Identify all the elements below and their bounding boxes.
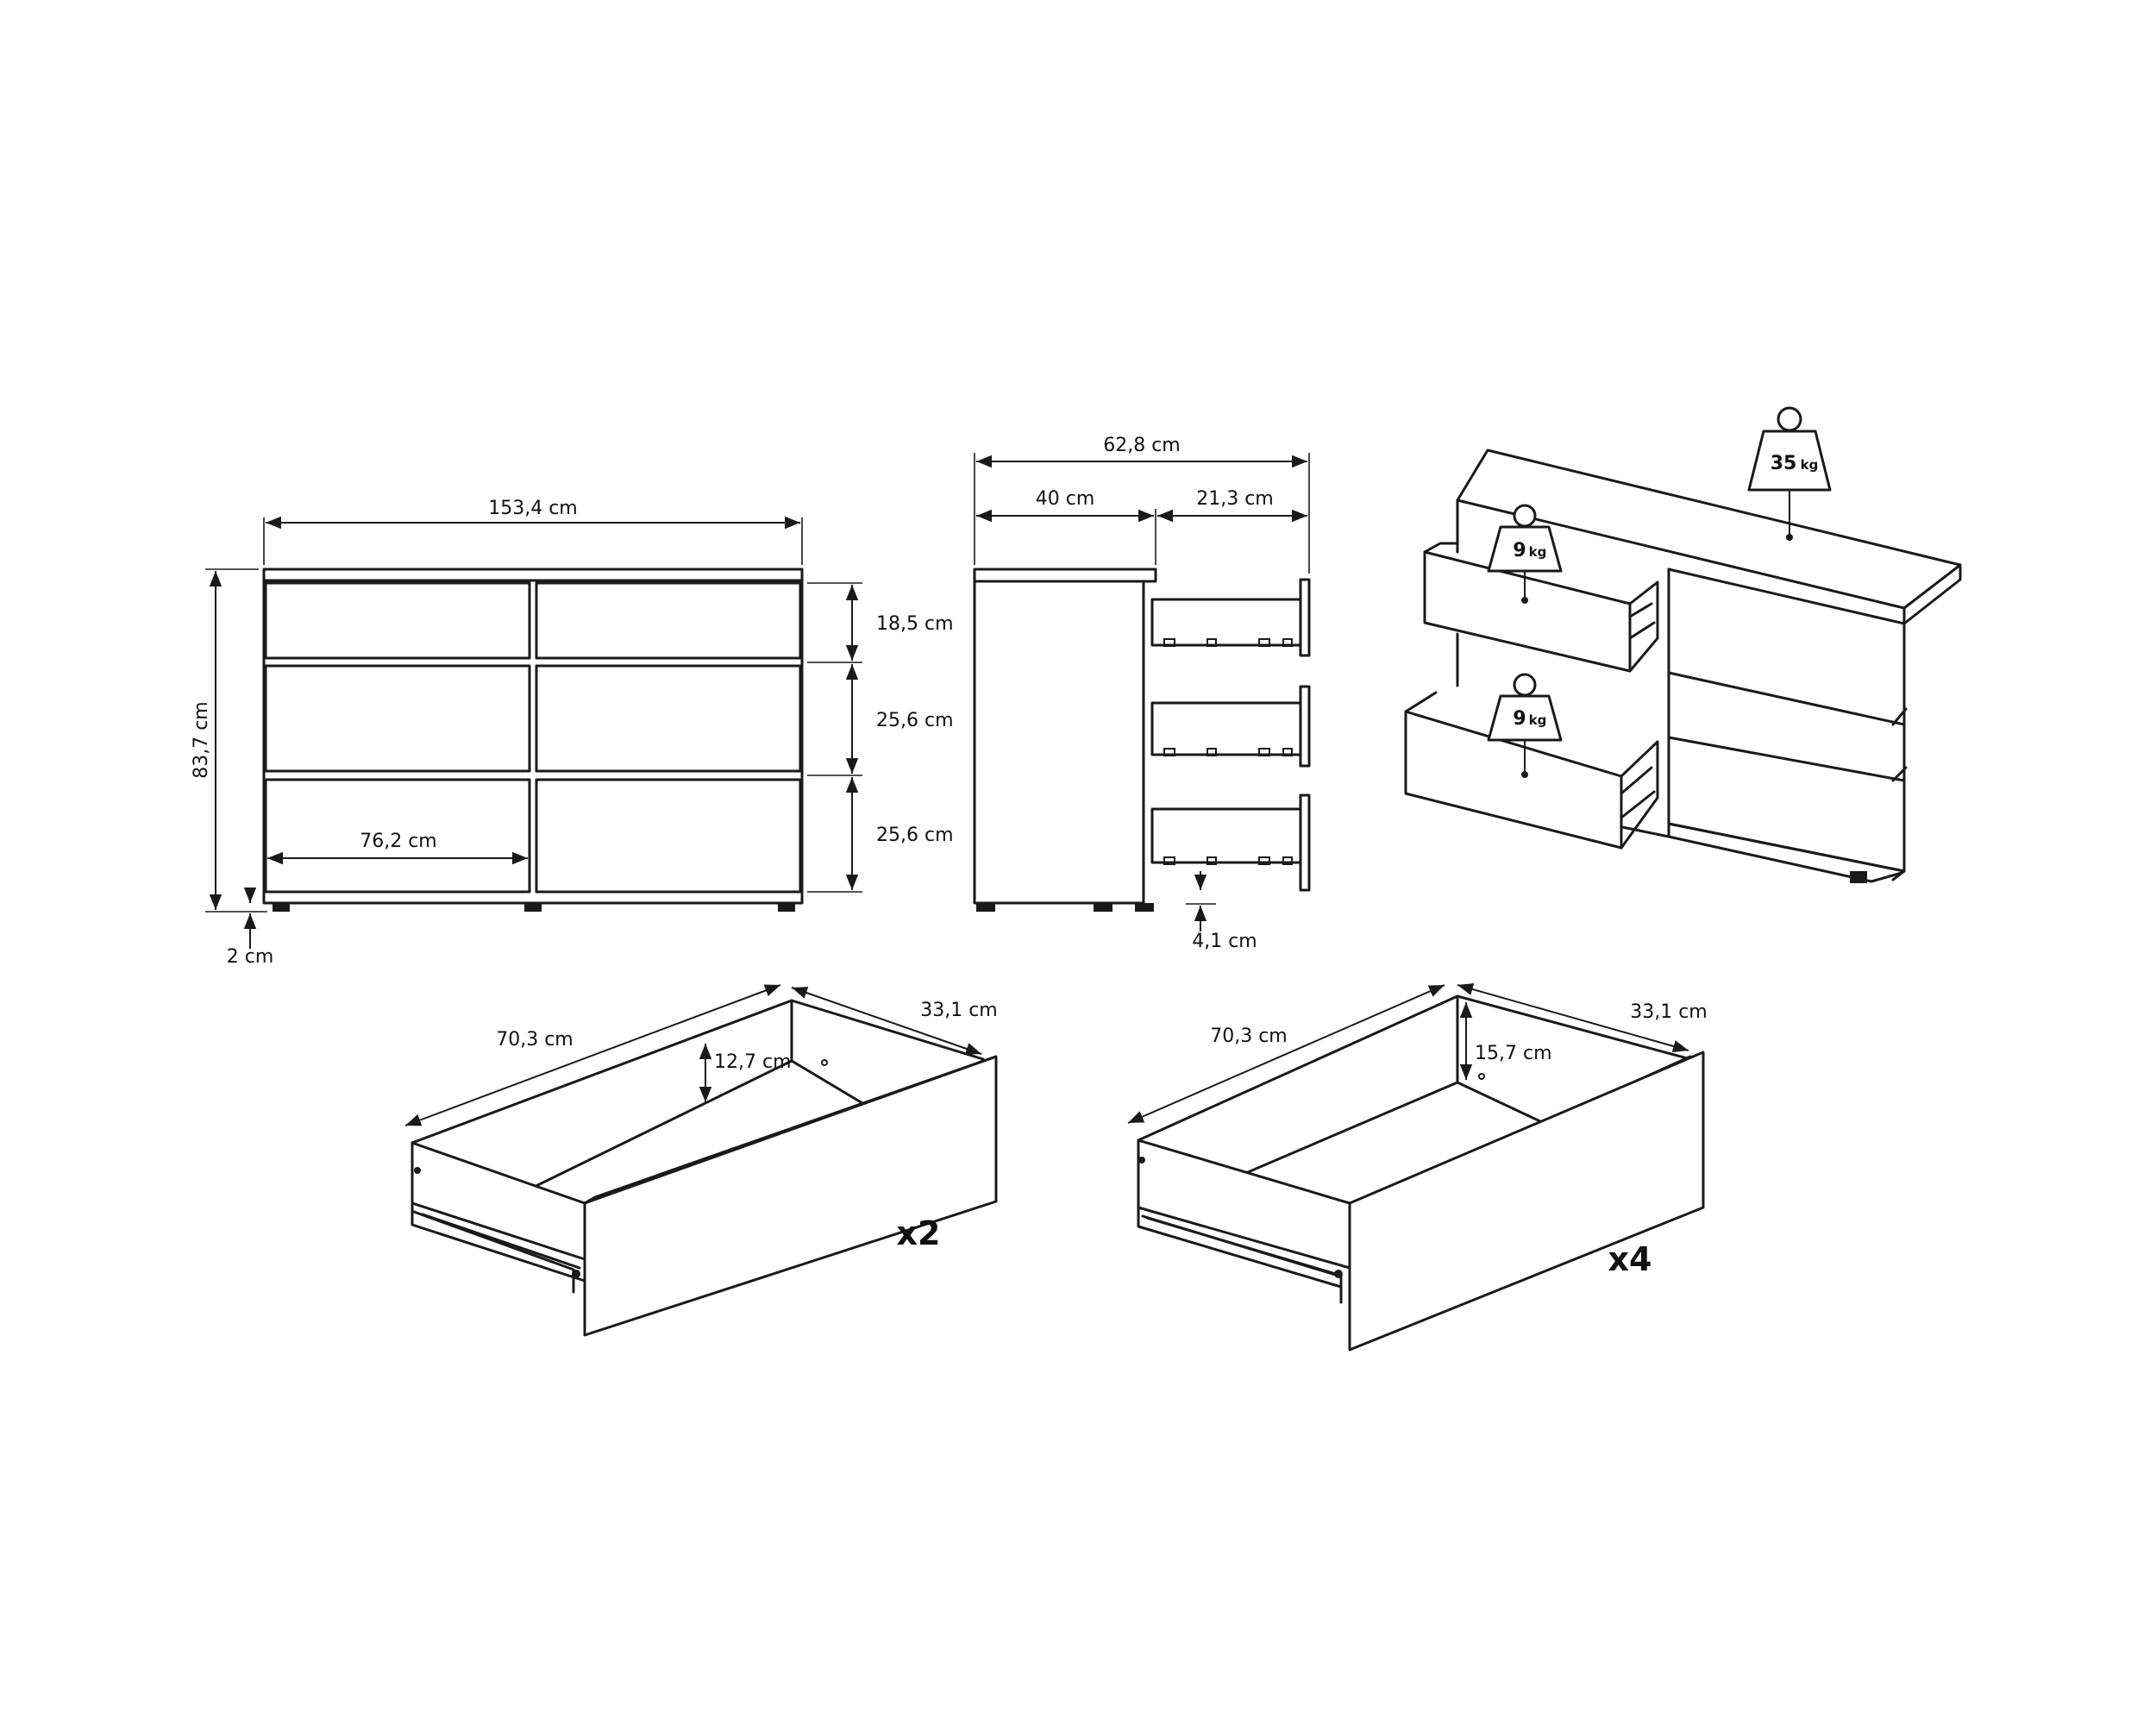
drawer-load-top-value: 9 [1513, 540, 1526, 561]
side-carcass [973, 580, 1145, 905]
large-drawer-width-label: 33,1 cm [1630, 1001, 1708, 1023]
small-drawer-length-label: 70,3 cm [496, 1029, 573, 1051]
front-drawer-right-1 [535, 581, 802, 660]
large-drawer-quantity: x4 [1608, 1240, 1652, 1278]
small-drawer-width-label: 33,1 cm [920, 1000, 998, 1021]
weight-icon-drawer-top: 9 kg [1487, 504, 1563, 604]
drawer-mid-height-label: 25,6 cm [876, 710, 954, 731]
front-drawer-left-2 [264, 664, 531, 773]
side-total-depth-label: 62,8 cm [1103, 435, 1181, 456]
front-view: 153,4 cm 83,7 cm 2 cm 18,5 cm 25,6 cm 25… [191, 498, 954, 968]
large-drawer-height-label: 15,7 cm [1475, 1043, 1552, 1064]
front-drawer-left-3 [264, 778, 531, 894]
front-foot [524, 903, 542, 912]
side-top-panel [973, 568, 1157, 583]
weight-icon-drawer-bottom: 9 kg [1487, 673, 1563, 778]
small-drawer-height-label: 12,7 cm [714, 1051, 792, 1073]
drawer-top-height-label: 18,5 cm [876, 613, 954, 635]
large-drawer-length-label: 70,3 cm [1210, 1026, 1288, 1047]
front-drawer-right-2 [535, 664, 802, 773]
side-extension-label: 21,3 cm [1196, 488, 1274, 510]
front-drawer-right-3 [535, 778, 802, 894]
drawer-large-view: 70,3 cm 33,1 cm 15,7 cm x4 [1127, 982, 1708, 1352]
side-view: 62,8 cm 40 cm 21,3 cm 4,1 cm [973, 435, 1311, 952]
front-height-label: 83,7 cm [191, 701, 212, 779]
front-foot [778, 903, 795, 912]
front-top-panel [262, 568, 804, 582]
front-carcass [262, 579, 804, 905]
drawer-small-view: 70,3 cm 33,1 cm 12,7 cm x2 [404, 984, 998, 1337]
front-foot [273, 903, 290, 912]
drawer-width-label: 76,2 cm [360, 831, 437, 852]
drawer-bottom-height-label: 25,6 cm [876, 825, 954, 846]
weight-icon-top: 35 kg [1747, 406, 1832, 541]
front-width-label: 153,4 cm [488, 498, 578, 519]
front-drawer-left-1 [264, 581, 531, 660]
small-drawer-front [583, 1055, 998, 1337]
top-load-unit: kg [1801, 457, 1819, 473]
drawer-load-bottom-unit: kg [1529, 712, 1547, 728]
leg-height-label: 2 cm [227, 946, 274, 968]
drawer-load-bottom-value: 9 [1513, 708, 1526, 730]
side-body-depth-label: 40 cm [1036, 488, 1095, 510]
small-drawer-quantity: x2 [897, 1214, 941, 1252]
top-load-value: 35 [1771, 453, 1797, 474]
drawer-load-top-unit: kg [1529, 544, 1547, 560]
load-view: 35 kg 9 kg 9 kg [1404, 406, 1962, 883]
side-gap-label: 4,1 cm [1192, 931, 1257, 952]
large-drawer-front [1348, 1051, 1705, 1352]
